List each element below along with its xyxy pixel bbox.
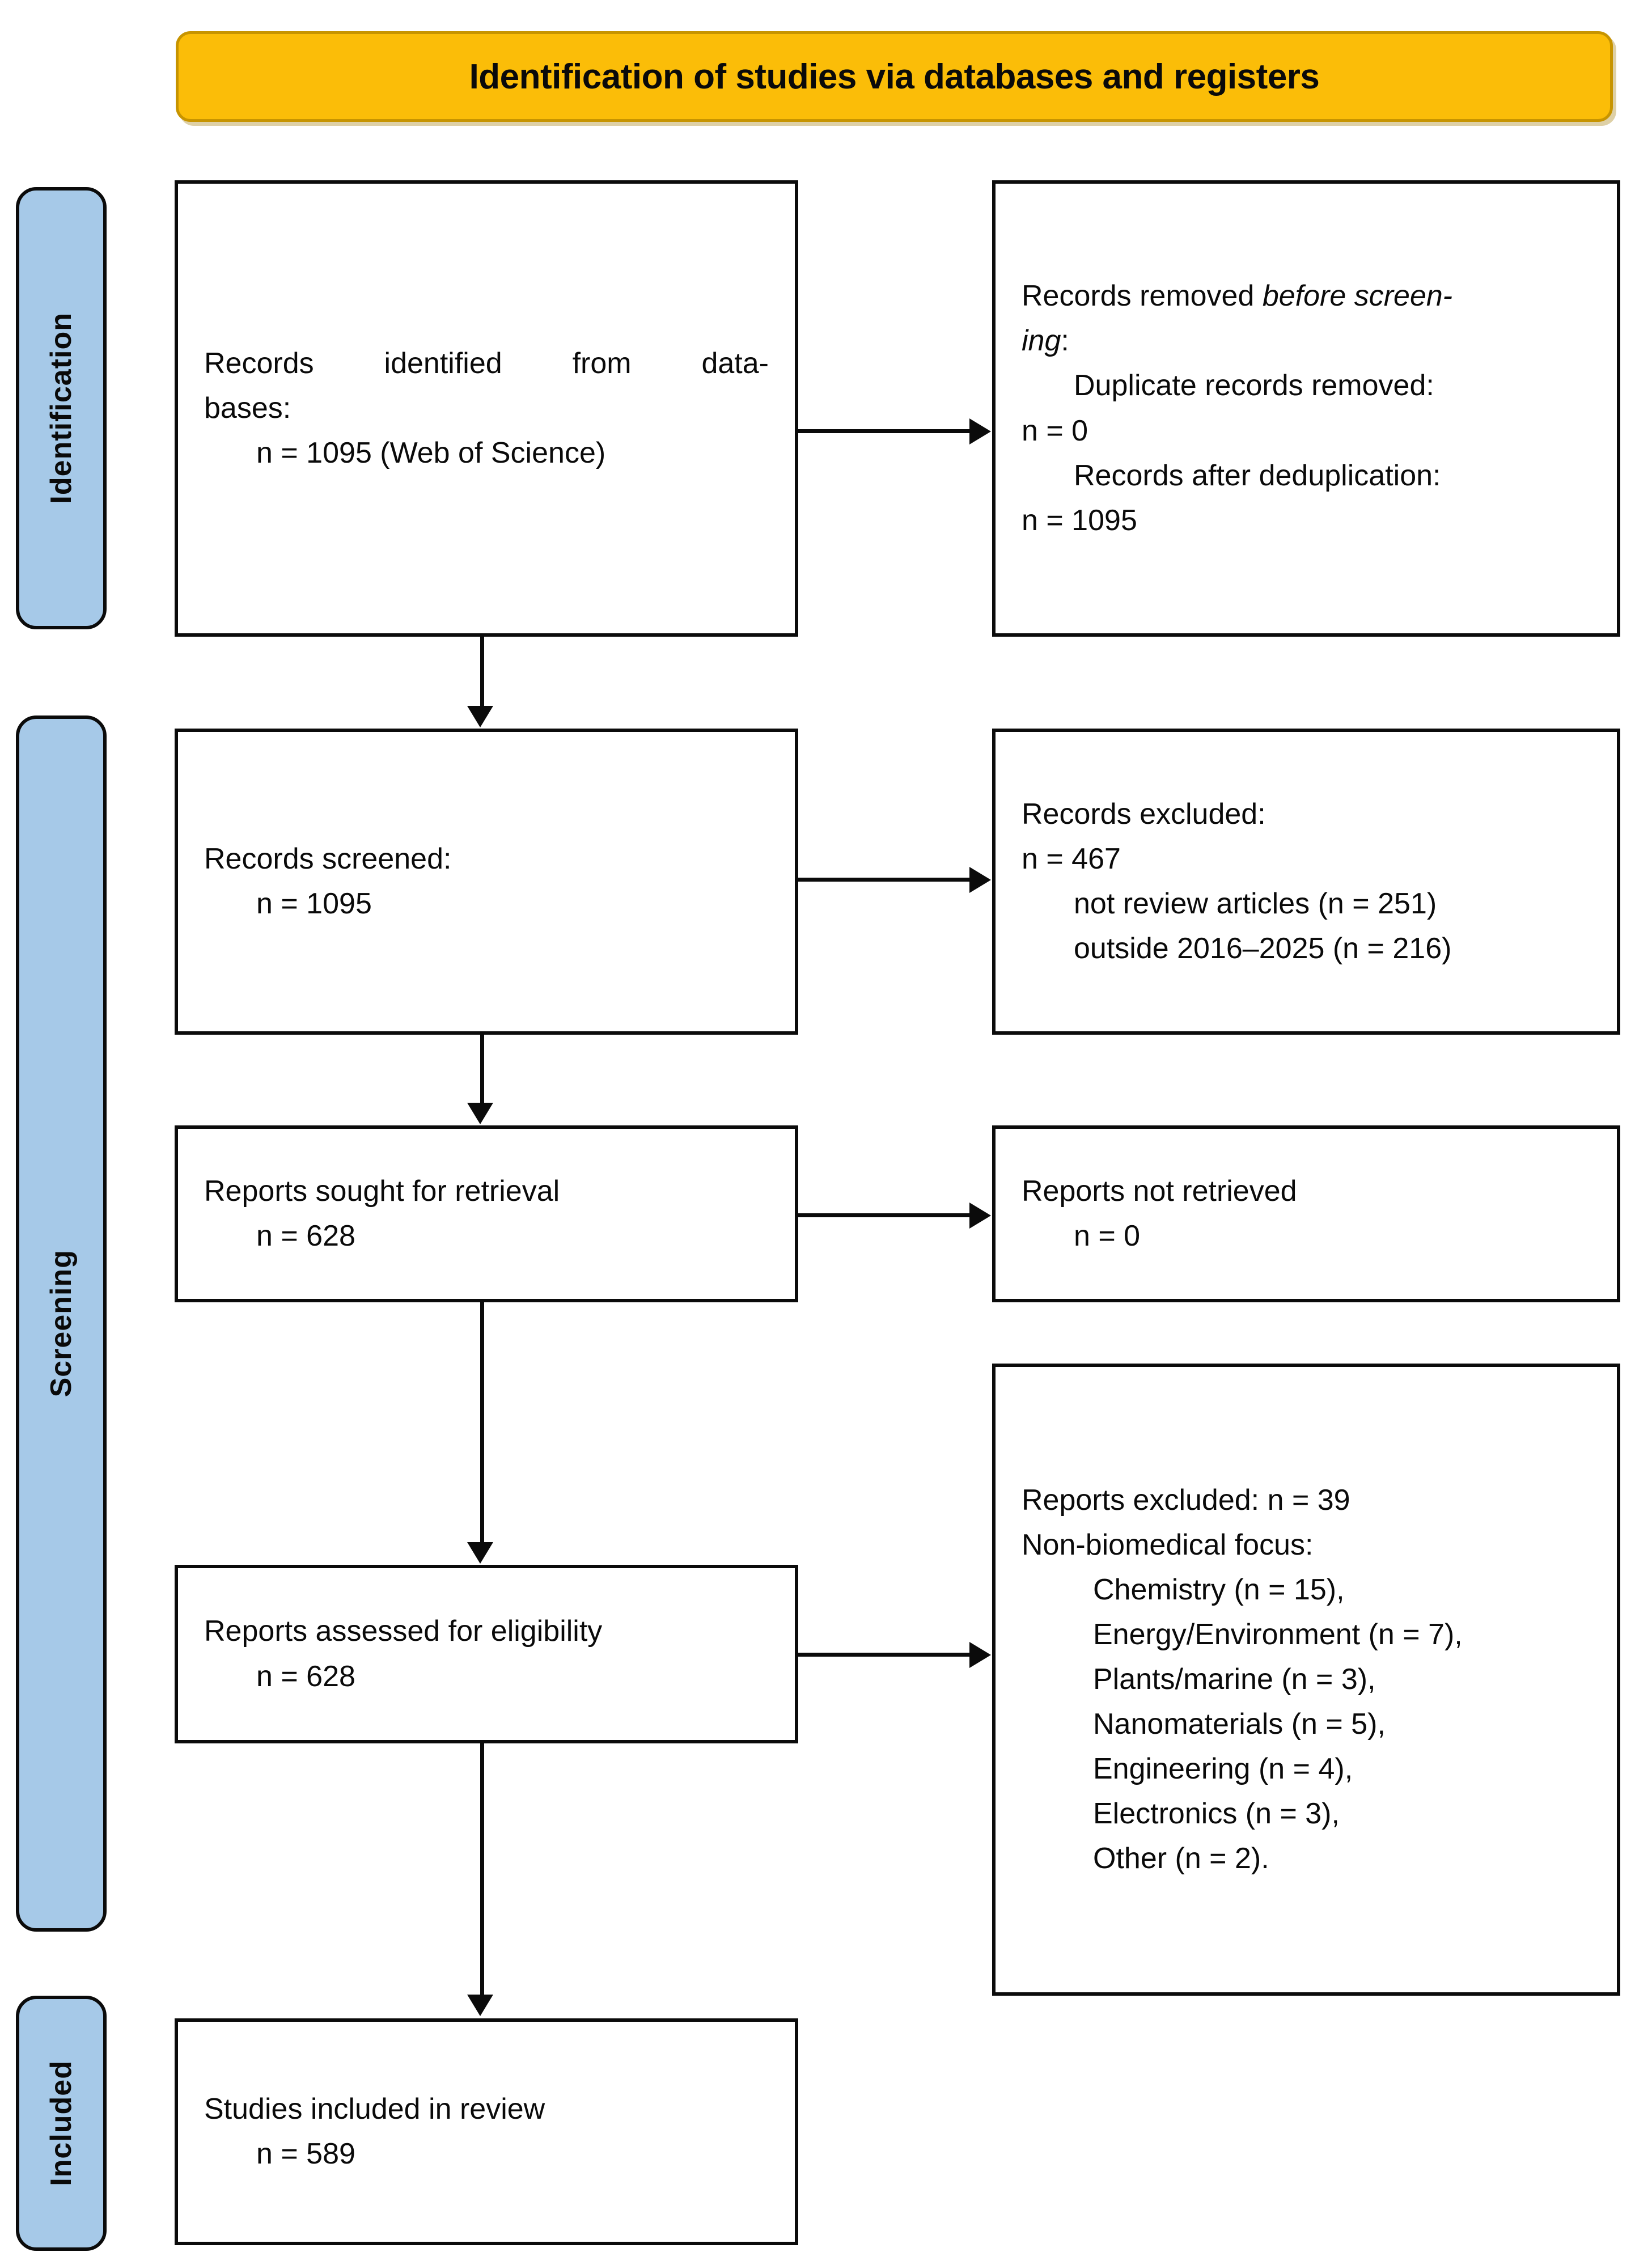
arrowhead-assessed-to-excluded xyxy=(969,1642,991,1668)
connector-identified-to-screened xyxy=(480,637,484,708)
stage-label-included: Included xyxy=(45,2060,78,2186)
arrowhead-identified-to-removed xyxy=(969,418,991,444)
box-records-screened: Records screened: n = 1095 xyxy=(175,729,798,1035)
studies-included-count: n = 589 xyxy=(256,2137,355,2170)
reports-excluded-item-plants-marine: Plants/marine (n = 3), xyxy=(1093,1662,1376,1696)
arrowhead-assessed-to-included xyxy=(467,1995,493,2016)
studies-included-label: Studies included in review xyxy=(204,2092,545,2126)
reports-excluded-item-energy-environment: Energy/Environment (n = 7), xyxy=(1093,1618,1463,1651)
reports-not-retrieved-count: n = 0 xyxy=(1074,1220,1141,1252)
records-excluded-reason-1: not review articles (n = 251) xyxy=(1074,887,1437,920)
box-studies-included: Studies included in review n = 589 xyxy=(175,2018,798,2245)
stage-pill-included: Included xyxy=(16,1996,107,2251)
reports-sought-label: Reports sought for retrieval xyxy=(204,1174,560,1208)
box-reports-sought: Reports sought for retrieval n = 628 xyxy=(175,1125,798,1302)
reports-excluded-heading: Reports excluded: n = 39 xyxy=(1022,1483,1350,1517)
records-excluded-count: n = 467 xyxy=(1022,842,1121,875)
records-removed-heading-italic-2: ing xyxy=(1022,324,1061,358)
reports-assessed-label: Reports assessed for eligibility xyxy=(204,1615,603,1648)
box-records-excluded: Records excluded: n = 467 not review art… xyxy=(992,729,1620,1035)
box-records-identified: Records identified from data- bases: n =… xyxy=(175,180,798,637)
records-excluded-reason-2: outside 2016–2025 (n = 216) xyxy=(1074,932,1452,966)
reports-not-retrieved-label: Reports not retrieved xyxy=(1022,1174,1297,1208)
connector-screened-to-sought xyxy=(480,1035,484,1104)
connector-sought-to-assessed xyxy=(480,1302,484,1543)
reports-assessed-count: n = 628 xyxy=(256,1659,355,1693)
records-removed-heading-plain: Records removed xyxy=(1022,280,1263,313)
reports-excluded-subheading: Non-biomedical focus: xyxy=(1022,1528,1314,1561)
box-reports-excluded: Reports excluded: n = 39 Non-biomedical … xyxy=(992,1364,1620,1996)
reports-sought-count: n = 628 xyxy=(256,1220,355,1252)
records-removed-heading-1: Records removed before screen- xyxy=(1022,274,1591,319)
duplicate-records-label: Duplicate records removed: xyxy=(1074,369,1434,403)
records-excluded-label: Records excluded: xyxy=(1022,797,1266,831)
box-records-removed: Records removed before screen- ing: Dupl… xyxy=(992,180,1620,637)
arrowhead-sought-to-not-retrieved xyxy=(969,1203,991,1229)
records-removed-heading-colon: : xyxy=(1061,324,1069,358)
records-identified-line-1: Records identified from data- xyxy=(204,346,769,380)
stage-pill-identification: Identification xyxy=(16,187,107,629)
connector-identified-to-removed xyxy=(798,429,971,433)
box-reports-assessed: Reports assessed for eligibility n = 628 xyxy=(175,1565,798,1743)
records-after-dedup-count: n = 1095 xyxy=(1022,503,1137,537)
records-after-dedup-label: Records after deduplication: xyxy=(1074,459,1441,492)
duplicate-records-count: n = 0 xyxy=(1022,414,1088,447)
arrowhead-sought-to-assessed xyxy=(467,1542,493,1564)
records-screened-label: Records screened: xyxy=(204,842,452,875)
connector-assessed-to-excluded xyxy=(798,1653,971,1657)
box-reports-not-retrieved: Reports not retrieved n = 0 xyxy=(992,1125,1620,1302)
arrowhead-screened-to-sought xyxy=(467,1103,493,1124)
reports-excluded-item-other: Other (n = 2). xyxy=(1093,1842,1269,1875)
reports-excluded-item-electronics: Electronics (n = 3), xyxy=(1093,1797,1340,1831)
arrowhead-screened-to-excluded xyxy=(969,867,991,893)
stage-pill-screening: Screening xyxy=(16,716,107,1932)
reports-excluded-item-engineering: Engineering (n = 4), xyxy=(1093,1752,1353,1786)
records-identified-count: n = 1095 (Web of Science) xyxy=(256,437,606,470)
records-removed-heading-italic: before screen- xyxy=(1262,280,1453,313)
connector-screened-to-excluded xyxy=(798,878,971,882)
reports-excluded-item-chemistry: Chemistry (n = 15), xyxy=(1093,1573,1345,1606)
records-screened-count: n = 1095 xyxy=(256,887,372,920)
page-title: Identification of studies via databases … xyxy=(469,57,1320,96)
connector-sought-to-not-retrieved xyxy=(798,1213,971,1217)
records-identified-line-2: bases: xyxy=(204,391,291,425)
records-removed-heading-2: ing: xyxy=(1022,319,1591,363)
diagram-header-banner: Identification of studies via databases … xyxy=(176,31,1613,122)
reports-excluded-item-nanomaterials: Nanomaterials (n = 5), xyxy=(1093,1708,1386,1741)
arrowhead-identified-to-screened xyxy=(467,706,493,727)
connector-assessed-to-included xyxy=(480,1743,484,1996)
stage-label-identification: Identification xyxy=(45,312,78,504)
stage-label-screening: Screening xyxy=(45,1250,78,1398)
